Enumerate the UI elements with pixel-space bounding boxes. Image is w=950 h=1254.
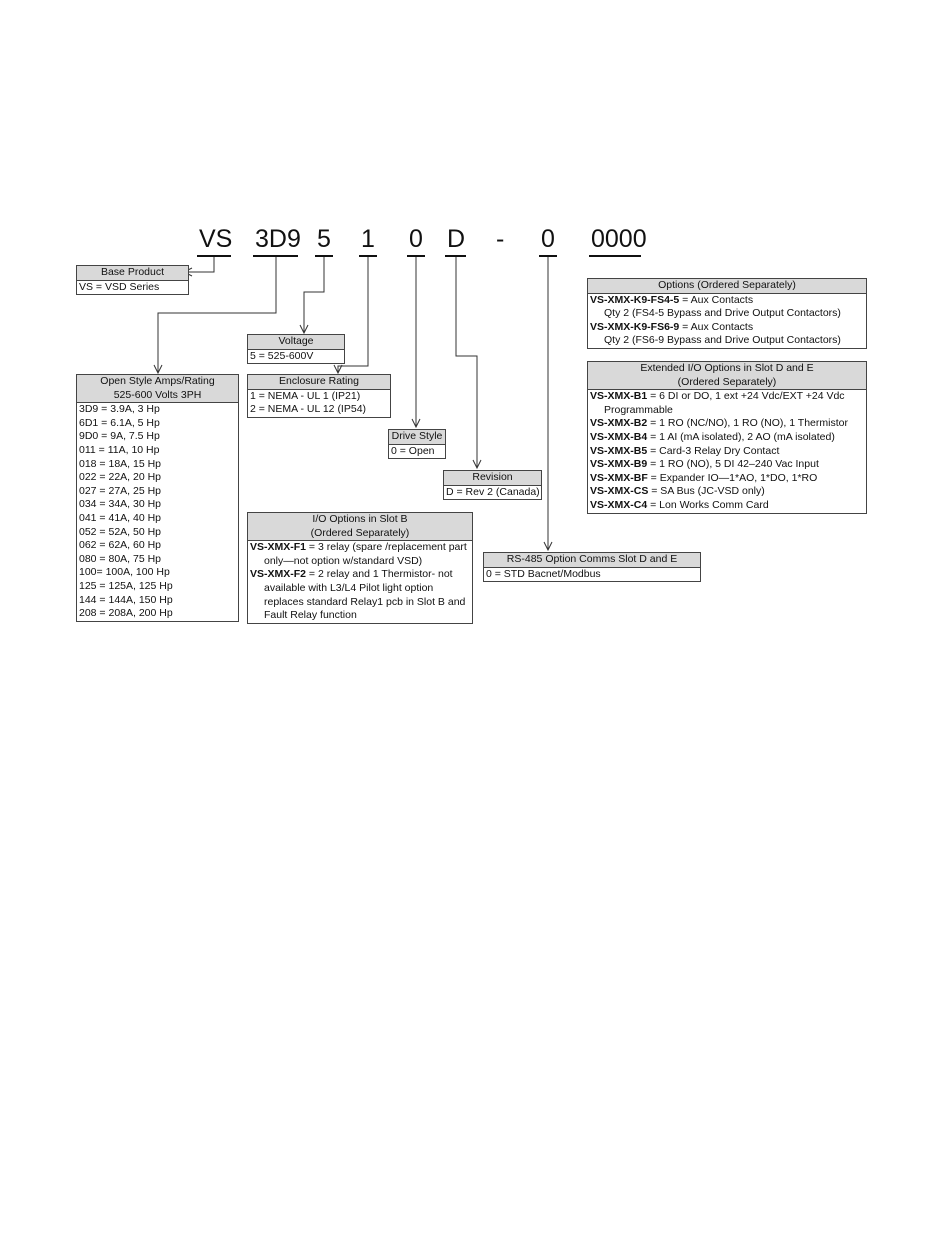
open-style-row: 080 = 80A, 75 Hp bbox=[79, 552, 162, 565]
underline-drive-style bbox=[407, 255, 425, 257]
code-seg-options: 0000 bbox=[591, 225, 647, 253]
open-style-row: 022 = 22A, 20 Hp bbox=[79, 471, 162, 484]
enclosure-row: 1 = NEMA - UL 1 (IP21) bbox=[250, 389, 361, 402]
rs485-title: RS-485 Option Comms Slot D and E bbox=[484, 553, 700, 568]
drive-style-box: Drive Style 0 = Open bbox=[388, 429, 446, 460]
ext-io-box: Extended I/O Options in Slot D and E (Or… bbox=[587, 361, 867, 514]
code-seg-rs485: 0 bbox=[541, 225, 555, 253]
ext-io-item: VS-XMX-CS = SA Bus (JC-VSD only) bbox=[590, 485, 765, 498]
code-seg-voltage: 5 bbox=[317, 225, 331, 253]
open-style-row: 6D1 = 6.1A, 5 Hp bbox=[79, 416, 160, 429]
open-style-row: 052 = 52A, 50 Hp bbox=[79, 525, 162, 538]
drive-style-row: 0 = Open bbox=[391, 444, 435, 457]
underline-voltage bbox=[315, 255, 333, 257]
connector-voltage bbox=[304, 257, 325, 333]
open-style-row: 027 = 27A, 25 Hp bbox=[79, 484, 162, 497]
options-k9-fs6-9: VS-XMX-K9-FS6-9 = Aux Contacts bbox=[590, 320, 754, 333]
options-k9-fs4-5-cont: Qty 2 (FS4-5 Bypass and Drive Output Con… bbox=[604, 307, 841, 320]
code-seg-enclosure: 1 bbox=[361, 225, 375, 253]
connector-revision bbox=[455, 257, 477, 468]
underline-enclosure bbox=[359, 255, 377, 257]
enclosure-title: Enclosure Rating bbox=[248, 375, 390, 390]
code-seg-3d9: 3D9 bbox=[255, 225, 301, 253]
io-slot-b-f1-cont: only—not option w/standard VSD) bbox=[264, 554, 423, 567]
options-k9-fs4-5: VS-XMX-K9-FS4-5 = Aux Contacts bbox=[590, 293, 754, 306]
open-style-box: Open Style Amps/Rating 525-600 Volts 3PH… bbox=[76, 374, 239, 622]
base-product-row: VS = VSD Series bbox=[79, 280, 160, 293]
io-slot-b-f2-cont: Fault Relay function bbox=[264, 609, 357, 622]
open-style-row: 9D0 = 9A, 7.5 Hp bbox=[79, 430, 160, 443]
io-slot-b-f1: VS-XMX-F1 = 3 relay (spare /replacement … bbox=[250, 541, 467, 554]
underline-3d9 bbox=[253, 255, 298, 257]
ext-io-item: VS-XMX-C4 = Lon Works Comm Card bbox=[590, 498, 769, 511]
open-style-row: 3D9 = 3.9A, 3 Hp bbox=[79, 403, 160, 416]
base-product-box: Base Product VS = VSD Series bbox=[76, 265, 189, 296]
voltage-title: Voltage bbox=[248, 335, 344, 350]
underline-vs bbox=[197, 255, 231, 257]
io-slot-b-box: I/O Options in Slot B (Ordered Separatel… bbox=[247, 512, 473, 624]
underline-rs485 bbox=[539, 255, 557, 257]
ext-io-b1-cont: Programmable bbox=[604, 403, 673, 416]
io-slot-b-f2-cont: replaces standard Relay1 pcb in Slot B a… bbox=[264, 595, 466, 608]
open-style-row: 208 = 208A, 200 Hp bbox=[79, 607, 173, 620]
io-slot-b-f2-cont: available with L3/L4 Pilot light option bbox=[264, 581, 434, 594]
code-seg-vs: VS bbox=[199, 225, 233, 253]
revision-row: D = Rev 2 (Canada) bbox=[446, 485, 540, 498]
revision-title: Revision bbox=[444, 471, 541, 486]
open-style-row: 011 = 11A, 10 Hp bbox=[79, 443, 160, 456]
options-title: Options (Ordered Separately) bbox=[588, 279, 866, 294]
io-slot-b-title: I/O Options in Slot B (Ordered Separatel… bbox=[248, 513, 472, 542]
underline-options bbox=[589, 255, 641, 257]
rs485-row: 0 = STD Bacnet/Modbus bbox=[486, 567, 601, 580]
drive-style-title: Drive Style bbox=[389, 430, 445, 445]
revision-box: Revision D = Rev 2 (Canada) bbox=[443, 470, 542, 501]
code-seg-dash: - bbox=[496, 225, 505, 253]
options-box: Options (Ordered Separately) VS-XMX-K9-F… bbox=[587, 278, 867, 349]
voltage-row: 5 = 525-600V bbox=[250, 349, 314, 362]
enclosure-box: Enclosure Rating 1 = NEMA - UL 1 (IP21) … bbox=[247, 374, 391, 418]
open-style-row: 125 = 125A, 125 Hp bbox=[79, 579, 173, 592]
open-style-row: 062 = 62A, 60 Hp bbox=[79, 539, 162, 552]
rs485-box: RS-485 Option Comms Slot D and E 0 = STD… bbox=[483, 552, 701, 583]
open-style-row: 034 = 34A, 30 Hp bbox=[79, 498, 162, 511]
ext-io-item: VS-XMX-B9 = 1 RO (NO), 5 DI 42–240 Vac I… bbox=[590, 458, 819, 471]
ext-io-item: VS-XMX-BF = Expander IO—1*AO, 1*DO, 1*RO bbox=[590, 471, 818, 484]
open-style-row: 041 = 41A, 40 Hp bbox=[79, 511, 162, 524]
code-seg-drive-style: 0 bbox=[409, 225, 423, 253]
ext-io-item: VS-XMX-B5 = Card-3 Relay Dry Contact bbox=[590, 444, 780, 457]
open-style-title: Open Style Amps/Rating 525-600 Volts 3PH bbox=[77, 375, 238, 404]
ext-io-item: VS-XMX-B4 = 1 AI (mA isolated), 2 AO (mA… bbox=[590, 430, 835, 443]
voltage-box: Voltage 5 = 525-600V bbox=[247, 334, 345, 365]
open-style-row: 100= 100A, 100 Hp bbox=[79, 566, 170, 579]
ext-io-title: Extended I/O Options in Slot D and E (Or… bbox=[588, 362, 866, 391]
ext-io-b1: VS-XMX-B1 = 6 DI or DO, 1 ext +24 Vdc/EX… bbox=[590, 390, 845, 403]
open-style-row: 144 = 144A, 150 Hp bbox=[79, 593, 173, 606]
enclosure-row: 2 = NEMA - UL 12 (IP54) bbox=[250, 403, 367, 416]
underline-revision bbox=[445, 255, 466, 257]
options-k9-fs6-9-cont: Qty 2 (FS6-9 Bypass and Drive Output Con… bbox=[604, 334, 841, 347]
io-slot-b-f2: VS-XMX-F2 = 2 relay and 1 Thermistor- no… bbox=[250, 568, 453, 581]
code-seg-revision: D bbox=[447, 225, 466, 253]
ext-io-item: VS-XMX-B2 = 1 RO (NC/NO), 1 RO (NO), 1 T… bbox=[590, 417, 848, 430]
base-product-title: Base Product bbox=[77, 266, 188, 281]
open-style-row: 018 = 18A, 15 Hp bbox=[79, 457, 162, 470]
